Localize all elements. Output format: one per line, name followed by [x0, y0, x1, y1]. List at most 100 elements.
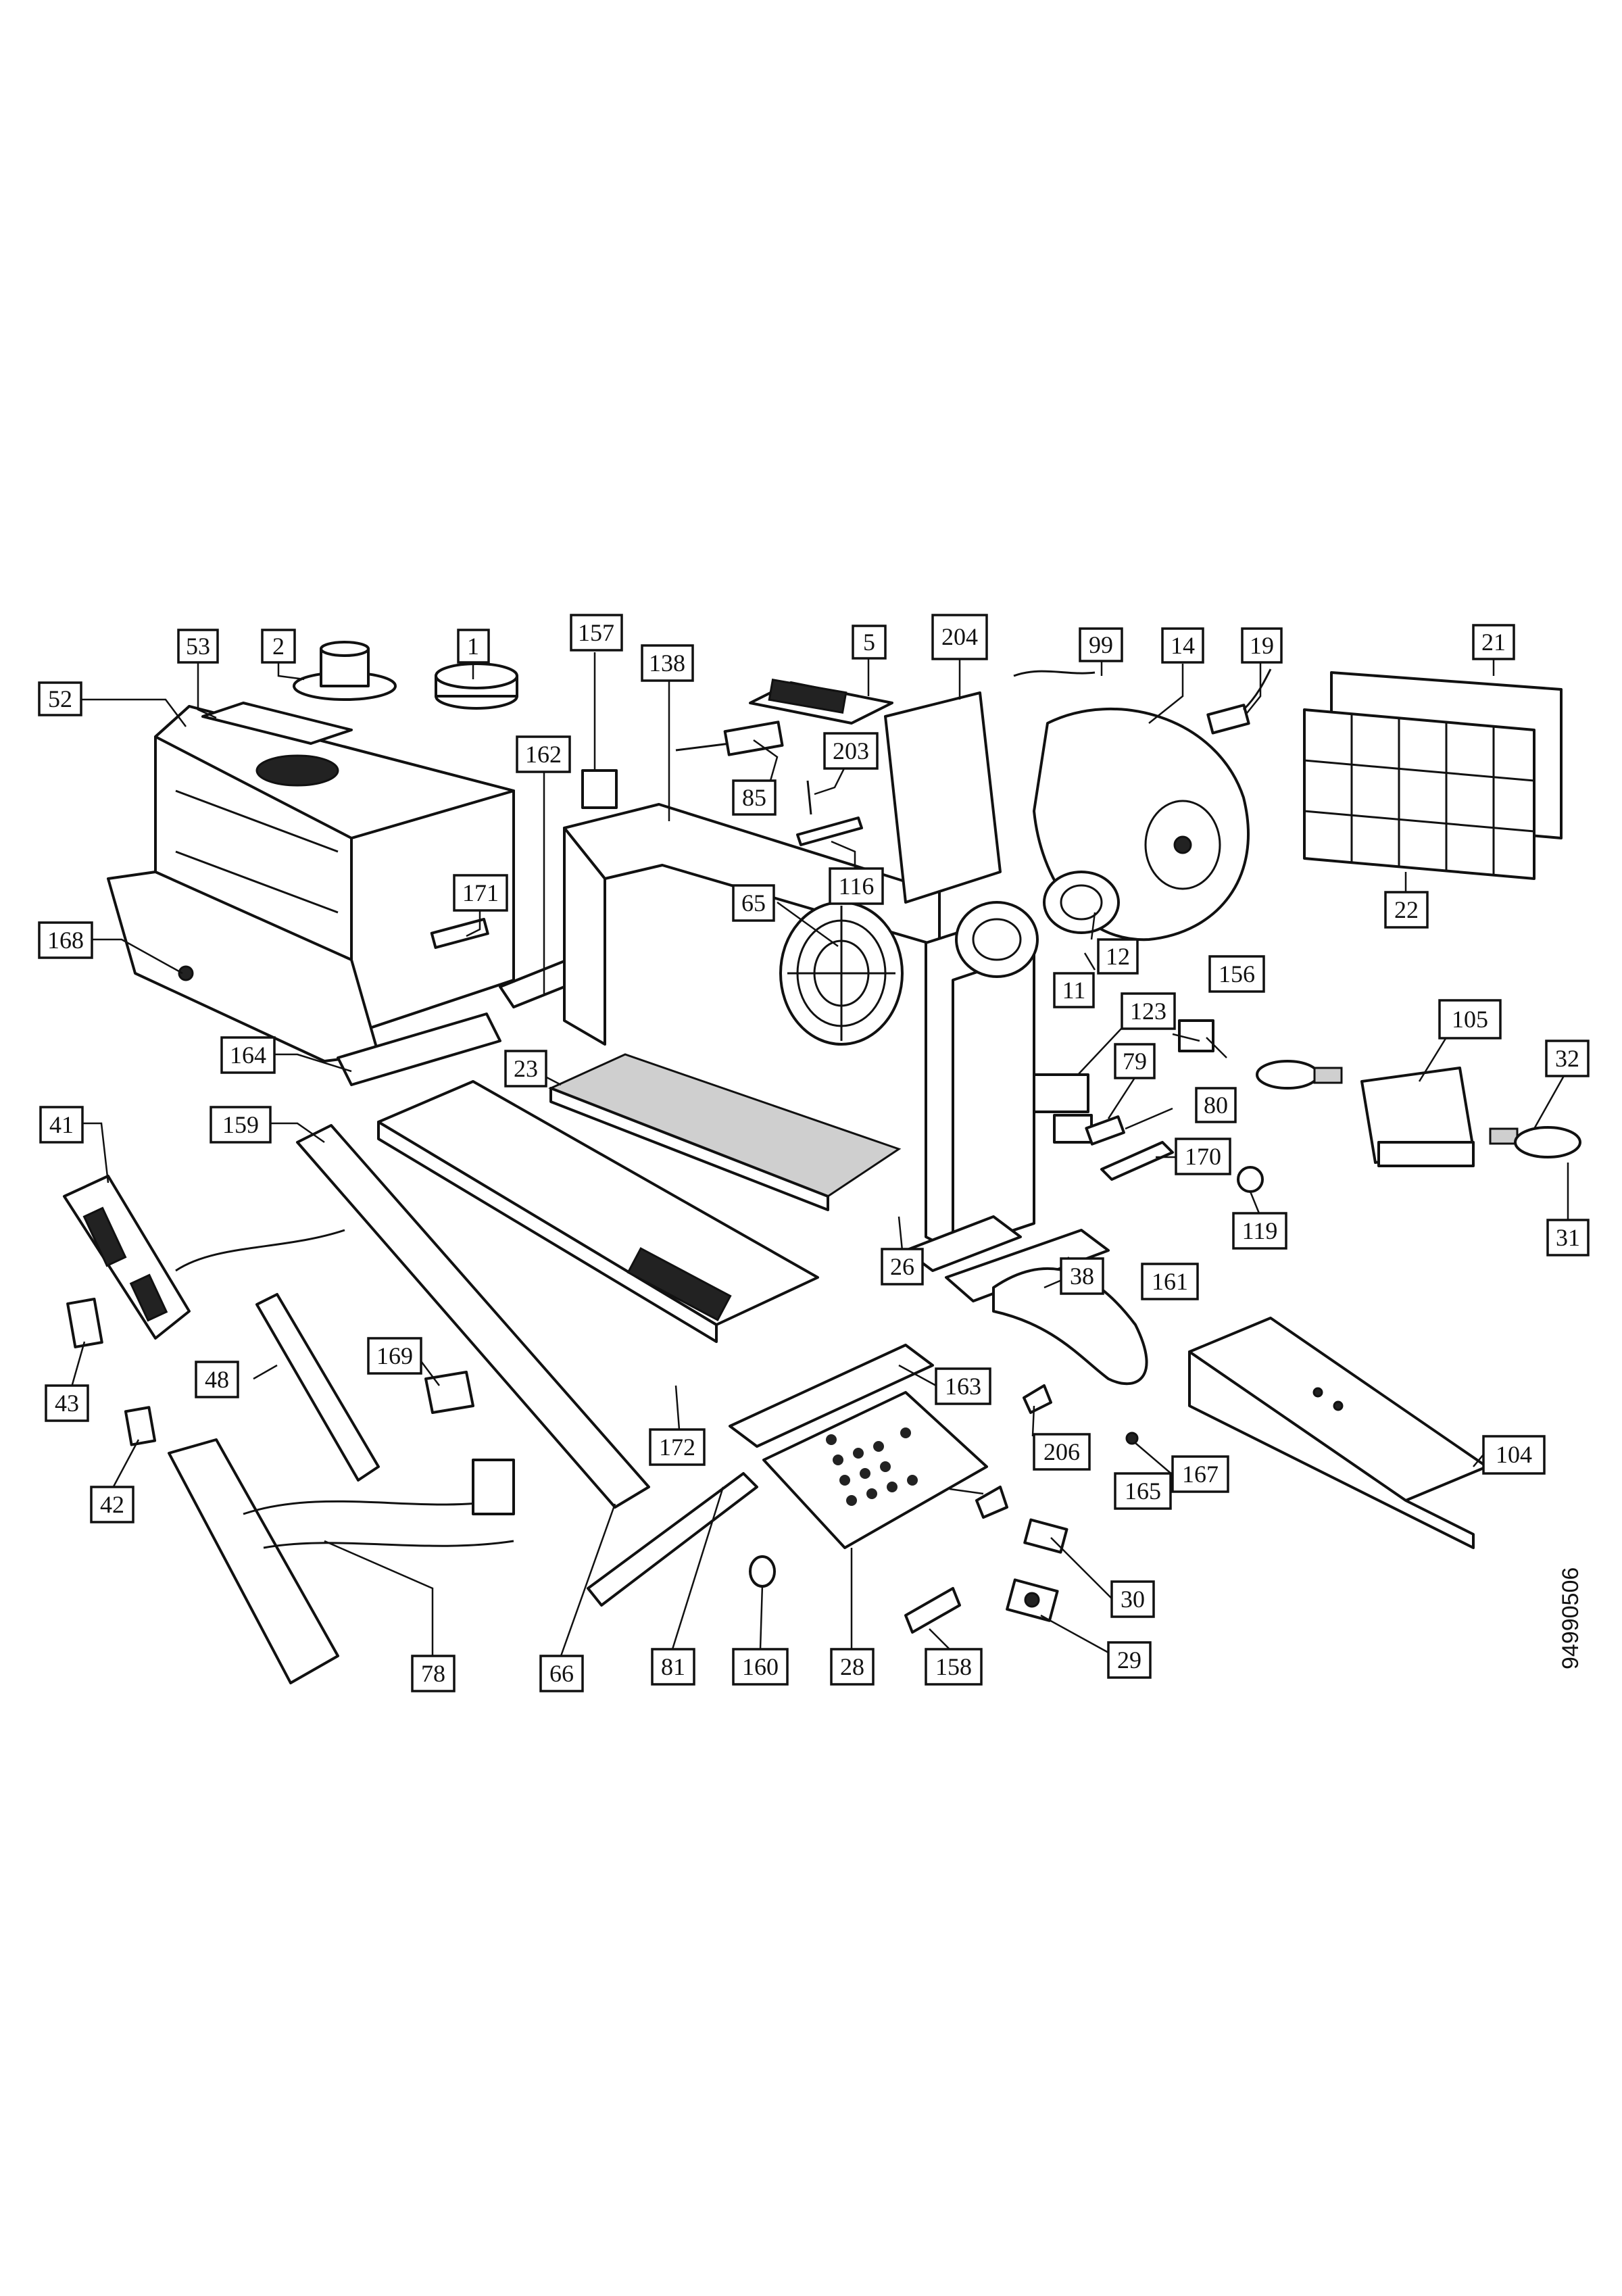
part-164-rail	[337, 1012, 501, 1086]
callout-label: 22	[1394, 896, 1419, 923]
callout-11: 11	[1053, 972, 1095, 1008]
part-48-strip	[255, 1293, 380, 1482]
callout-14: 14	[1161, 627, 1204, 664]
callout-172: 172	[649, 1428, 706, 1466]
part-12-motor	[1043, 871, 1120, 934]
callout-204: 204	[931, 614, 988, 660]
part-158-bracket	[904, 1587, 961, 1634]
callout-163: 163	[935, 1367, 991, 1405]
callout-99: 99	[1079, 627, 1123, 662]
part-80-lever	[1085, 1115, 1125, 1146]
part-116-bracket	[796, 816, 863, 846]
callout-label: 169	[376, 1342, 413, 1369]
part-41-lamp-tray	[63, 1175, 345, 1340]
callout-label: 30	[1121, 1586, 1145, 1613]
callout-167: 167	[1171, 1455, 1229, 1493]
callout-label: 105	[1452, 1006, 1488, 1033]
callout-label: 19	[1250, 632, 1274, 659]
callout-label: 164	[230, 1042, 266, 1069]
callout-label: 165	[1125, 1477, 1161, 1505]
callout-label: 204	[941, 623, 978, 650]
callout-label: 163	[945, 1373, 981, 1400]
callout-label: 1	[467, 633, 479, 660]
callout-label: 32	[1555, 1045, 1579, 1072]
part-105-lamp-holder	[1360, 1067, 1475, 1167]
part-43-connector	[66, 1297, 103, 1348]
callout-203: 203	[823, 732, 879, 770]
leader-lines	[64, 652, 1569, 1657]
callout-164: 164	[220, 1036, 276, 1074]
callout-42: 42	[90, 1486, 134, 1523]
part-160-knob	[749, 1555, 776, 1588]
callout-label: 53	[186, 633, 210, 660]
callout-116: 116	[829, 867, 884, 905]
callout-28: 28	[830, 1648, 875, 1686]
callout-171: 171	[453, 874, 508, 912]
callout-label: 28	[840, 1653, 864, 1680]
callout-119: 119	[1232, 1212, 1287, 1250]
part-170-bracket	[1100, 1141, 1174, 1181]
part-28-perforated-plate	[762, 1391, 988, 1549]
callout-label: 80	[1204, 1092, 1228, 1119]
callout-104: 104	[1482, 1435, 1546, 1475]
part-163-rail	[729, 1344, 934, 1448]
callout-label: 171	[462, 879, 499, 906]
part-22-filter-mesh	[1303, 708, 1535, 880]
part-156-board	[1178, 1019, 1214, 1052]
callout-label: 48	[205, 1366, 229, 1393]
callout-label: 85	[742, 784, 766, 811]
callout-label: 99	[1089, 631, 1113, 658]
callout-label: 29	[1117, 1646, 1141, 1674]
part-53-duct-plate	[201, 702, 353, 745]
callout-label: 157	[578, 619, 614, 646]
callout-38: 38	[1060, 1257, 1104, 1295]
callout-123: 123	[1121, 992, 1176, 1030]
callout-label: 11	[1062, 977, 1086, 1004]
callout-32: 32	[1545, 1040, 1590, 1077]
callout-168: 168	[38, 921, 93, 959]
callout-label: 116	[839, 873, 875, 900]
part-19-plug	[1206, 668, 1272, 735]
callout-label: 172	[659, 1434, 695, 1461]
callout-30: 30	[1110, 1580, 1155, 1618]
callout-label: 81	[661, 1653, 685, 1680]
callout-label: 123	[1130, 998, 1166, 1025]
part-66-channel	[296, 1124, 650, 1509]
callout-label: 160	[742, 1653, 779, 1680]
callout-29: 29	[1107, 1641, 1152, 1679]
part-104-visor	[1188, 1317, 1488, 1549]
part-168-fastener	[178, 965, 194, 981]
callout-79: 79	[1114, 1043, 1156, 1079]
document-id: 94990506	[1558, 1567, 1583, 1669]
callout-label: 26	[890, 1253, 914, 1280]
callout-label: 21	[1481, 629, 1506, 656]
callout-26: 26	[881, 1248, 924, 1286]
callout-85: 85	[732, 779, 777, 816]
callout-label: 65	[741, 889, 766, 917]
callout-170: 170	[1175, 1138, 1231, 1175]
callout-78: 78	[411, 1655, 456, 1692]
part-99-wire	[1013, 670, 1096, 677]
part-32-bulb-socket	[1489, 1127, 1519, 1145]
part-167-screw	[1125, 1432, 1139, 1445]
callout-label: 203	[833, 737, 869, 764]
callout-label: 23	[514, 1055, 538, 1082]
callout-43: 43	[45, 1384, 89, 1422]
callout-31: 31	[1546, 1219, 1590, 1256]
callout-label: 52	[48, 685, 72, 712]
callout-label: 162	[525, 741, 562, 768]
callout-label: 42	[100, 1491, 124, 1518]
callout-5: 5	[852, 625, 887, 660]
callout-48: 48	[195, 1361, 239, 1398]
callout-label: 167	[1182, 1461, 1219, 1488]
part-171-clip	[430, 917, 489, 949]
part-78-lower-frame	[168, 1438, 515, 1684]
part-119-knob	[1237, 1166, 1264, 1193]
part-2-duct-collar	[293, 641, 397, 701]
callout-160: 160	[732, 1648, 789, 1686]
part-11-fan-wheel	[955, 901, 1039, 978]
callout-label: 31	[1556, 1224, 1580, 1251]
callout-19: 19	[1241, 627, 1283, 664]
callout-169: 169	[367, 1337, 422, 1375]
